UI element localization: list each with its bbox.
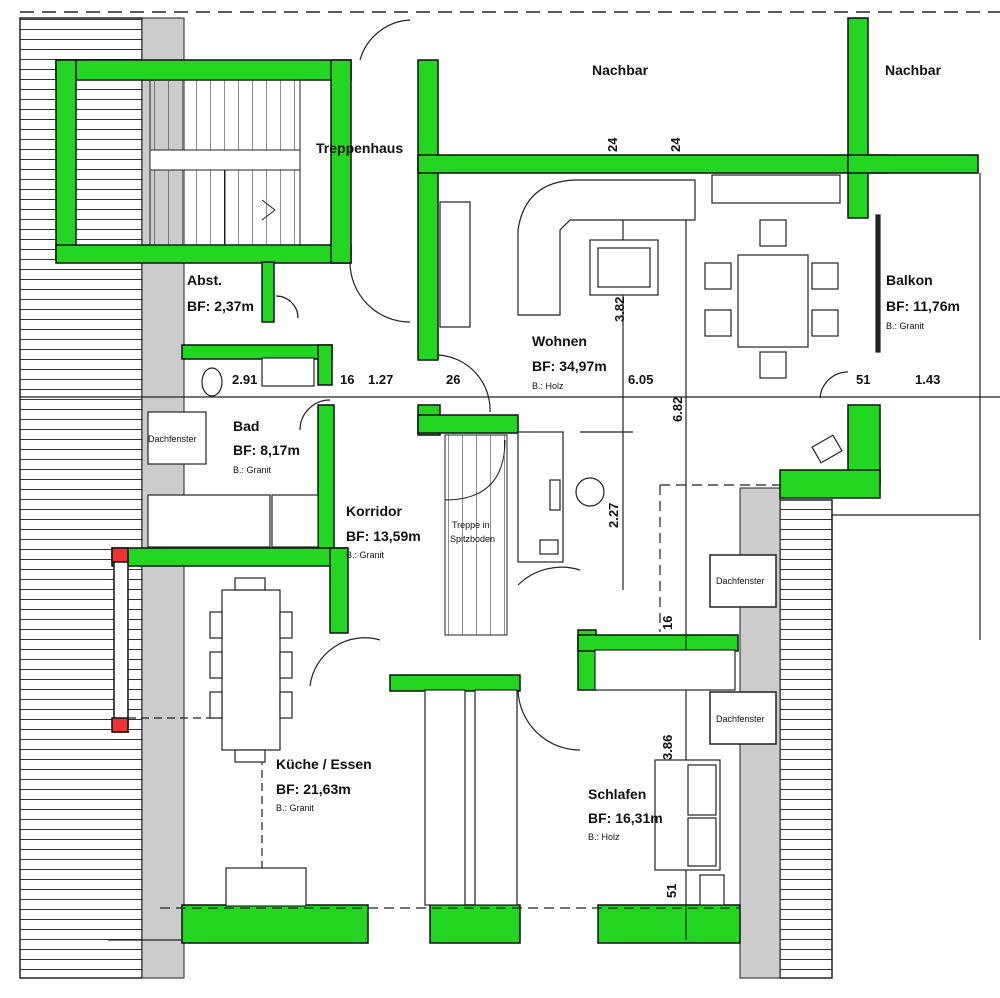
label-treppe-2: Spitzboden	[450, 534, 496, 544]
room-wohnen-name: Wohnen	[532, 333, 587, 349]
room-wohnen-floor: B.: Holz	[532, 381, 564, 391]
dim-51b: 51	[664, 883, 679, 898]
interior-lines	[20, 19, 1000, 941]
room-schlafen-floor: B.: Holz	[588, 832, 620, 842]
room-balkon-area: BF: 11,76m	[886, 298, 960, 314]
dim-682: 6.82	[670, 396, 685, 422]
dim-291: 2.91	[232, 372, 258, 387]
furniture-desk	[517, 431, 843, 563]
dim-386: 3.86	[660, 734, 675, 760]
dim-143: 1.43	[915, 372, 941, 387]
label-treppe-1: Treppe in	[452, 520, 490, 530]
room-korridor-name: Korridor	[346, 503, 402, 519]
dim-16: 16	[340, 372, 355, 387]
room-schlafen-area: BF: 16,31m	[588, 810, 663, 826]
dim-24a: 24	[605, 137, 620, 152]
label-dachfenster-bad: Dachfenster	[148, 434, 197, 444]
room-korridor-area: BF: 13,59m	[346, 528, 421, 544]
dachfenster-boxes	[709, 554, 777, 745]
furniture-bed	[654, 759, 725, 906]
room-korridor-floor: B.: Granit	[346, 550, 385, 560]
dim-24b: 24	[668, 137, 683, 152]
dim-605: 6.05	[628, 372, 654, 387]
roof-left	[19, 17, 185, 979]
walls	[55, 17, 979, 944]
room-balkon-name: Balkon	[886, 272, 933, 288]
room-kueche-name: Küche / Essen	[276, 756, 372, 772]
room-kueche-area: BF: 21,63m	[276, 781, 351, 797]
stairs-spitzboden	[444, 434, 508, 636]
room-bad-floor: B.: Granit	[233, 465, 272, 475]
room-abst-area: BF: 2,37m	[187, 298, 254, 314]
label-dachfenster-2: Dachfenster	[716, 714, 765, 724]
room-wohnen-area: BF: 34,97m	[532, 358, 607, 374]
room-bad-area: BF: 8,17m	[233, 442, 300, 458]
room-bad-name: Bad	[233, 418, 260, 434]
dim-51a: 51	[856, 372, 871, 387]
label-treppenhaus: Treppenhaus	[316, 140, 404, 156]
room-schlafen-name: Schlafen	[588, 786, 647, 802]
dim-227: 2.27	[606, 502, 621, 528]
dim-382: 3.82	[612, 296, 627, 322]
stairs-treppenhaus	[149, 79, 301, 246]
label-dachfenster-1: Dachfenster	[716, 576, 765, 586]
label-nachbar-2: Nachbar	[885, 62, 942, 78]
room-kueche-floor: B.: Granit	[276, 803, 315, 813]
dim-26: 26	[446, 372, 461, 387]
furniture-wohnen	[439, 174, 881, 379]
furniture-bad	[147, 357, 319, 548]
dim-127: 1.27	[368, 372, 394, 387]
furniture-kueche	[209, 577, 736, 907]
label-nachbar-1: Nachbar	[592, 62, 649, 78]
room-balkon-floor: B.: Granit	[886, 321, 925, 331]
dim-16b: 16	[660, 615, 675, 630]
room-abst-name: Abst.	[187, 272, 222, 288]
